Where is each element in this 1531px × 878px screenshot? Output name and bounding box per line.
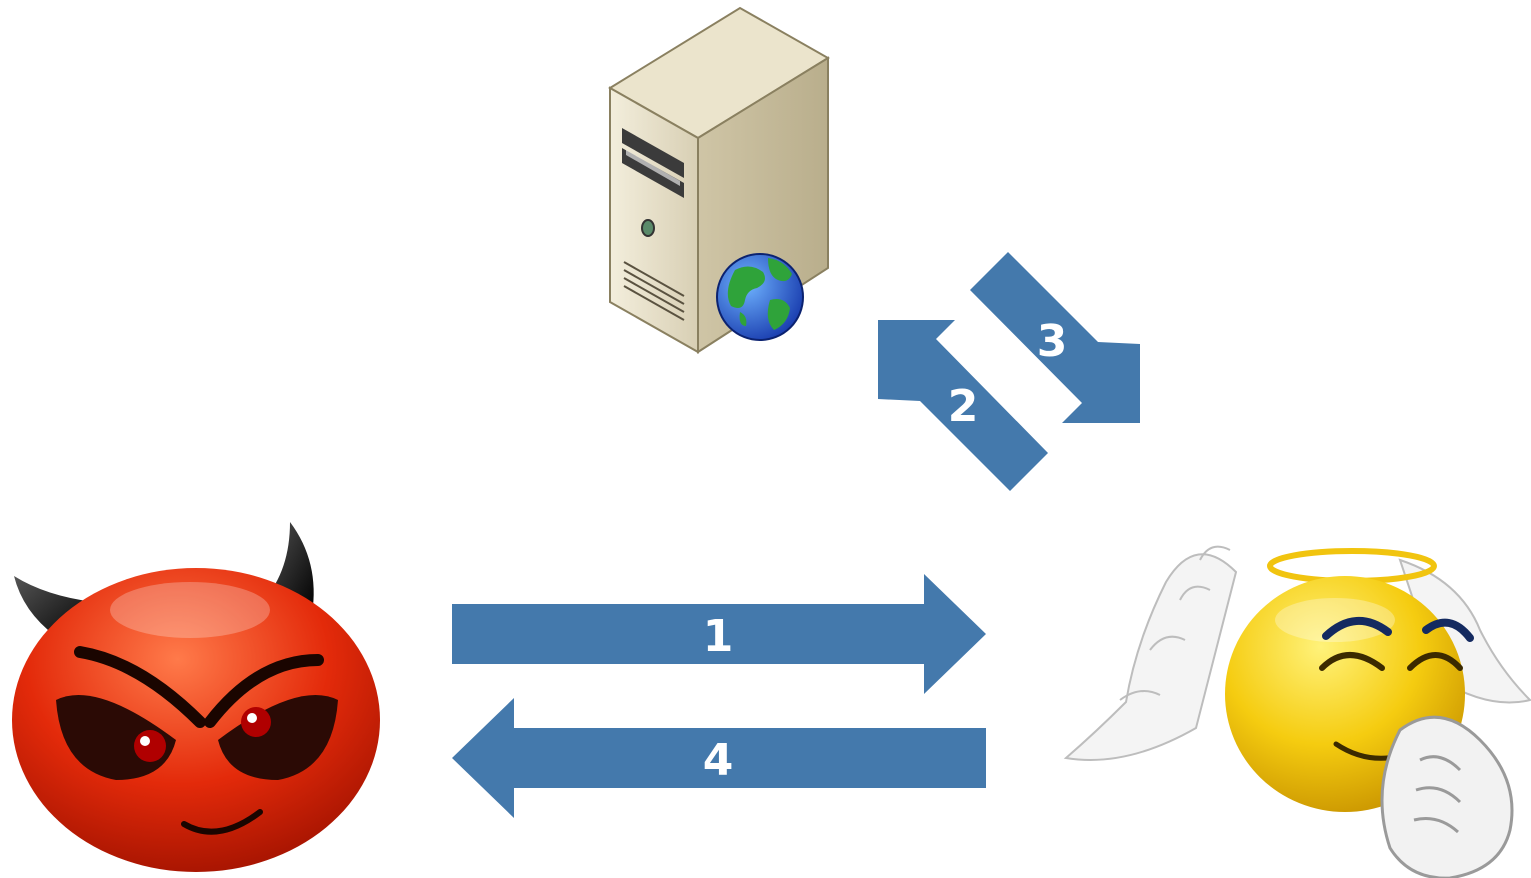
angel-emoji-icon	[1063, 545, 1531, 878]
arrow-2-label: 2	[948, 381, 979, 432]
arrow-3: 3	[970, 252, 1140, 423]
arrows: 1 4 2 3	[452, 252, 1140, 818]
arrow-1-label: 1	[703, 611, 734, 662]
arrow-3-label: 3	[1037, 316, 1068, 367]
arrow-4: 4	[452, 698, 986, 818]
devil-emoji-icon	[12, 522, 380, 872]
globe-icon	[716, 253, 804, 341]
arrow-1: 1	[452, 574, 986, 694]
web-server-icon	[608, 6, 830, 354]
arrow-2: 2	[878, 320, 1048, 491]
arrow-4-label: 4	[703, 735, 734, 786]
